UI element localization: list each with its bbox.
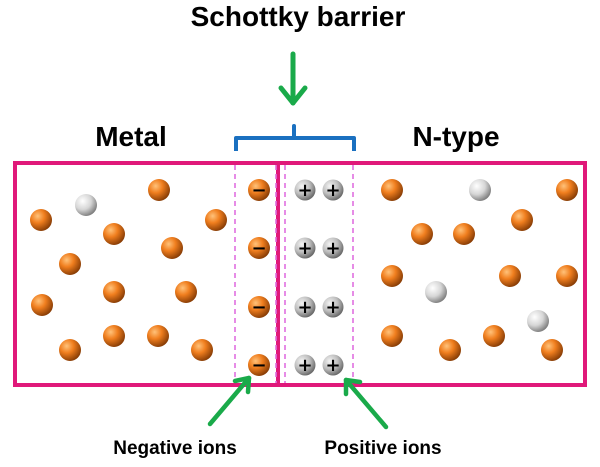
positive-ion-body — [294, 179, 316, 201]
electron — [59, 253, 81, 275]
hole — [75, 194, 97, 216]
negative-charge-symbol: − — [251, 180, 266, 201]
positive-charge-symbol: + — [297, 355, 312, 376]
positive-ion: + — [294, 354, 316, 376]
positive-ion-body — [322, 237, 344, 259]
barrier-bracket — [234, 124, 356, 151]
negative-ions-label: Negative ions — [113, 438, 237, 459]
electron — [103, 223, 125, 245]
diagram-title: Schottky barrier — [191, 1, 406, 32]
hole — [527, 310, 549, 332]
positive-charge-symbol: + — [325, 238, 340, 259]
hole — [469, 179, 491, 201]
electron — [175, 281, 197, 303]
electron — [103, 281, 125, 303]
electron — [499, 265, 521, 287]
metal-label: Metal — [95, 121, 167, 152]
positive-ion: + — [294, 179, 316, 201]
ions-group: − + + − + + − + + − + + — [248, 179, 344, 376]
negative-ion: − — [248, 237, 270, 259]
positive-ion: + — [322, 296, 344, 318]
carriers-group — [30, 179, 578, 361]
electron — [411, 223, 433, 245]
negative-ion-body — [248, 296, 270, 318]
positive-ion: + — [322, 179, 344, 201]
positive-charge-symbol: + — [325, 355, 340, 376]
watermark: 知乎 @牧神园地 — [458, 434, 582, 454]
positive-charge-symbol: + — [297, 297, 312, 318]
positive-ions-arrow-icon — [343, 377, 389, 430]
positive-ion: + — [294, 237, 316, 259]
negative-charge-symbol: − — [251, 297, 266, 318]
electron — [161, 237, 183, 259]
hole — [425, 281, 447, 303]
electron — [483, 325, 505, 347]
positive-ion-body — [322, 179, 344, 201]
negative-ion: − — [248, 179, 270, 201]
electron — [381, 179, 403, 201]
positive-ion: + — [294, 296, 316, 318]
negative-charge-symbol: − — [251, 238, 266, 259]
negative-charge-symbol: − — [251, 355, 266, 376]
positive-charge-symbol: + — [325, 180, 340, 201]
negative-ion: − — [248, 354, 270, 376]
electron — [381, 325, 403, 347]
down-arrow-icon — [278, 51, 308, 106]
electron — [59, 339, 81, 361]
electron — [147, 325, 169, 347]
electron — [511, 209, 533, 231]
electron — [205, 209, 227, 231]
electron — [453, 223, 475, 245]
ntype-region — [276, 161, 587, 387]
positive-ion: + — [322, 237, 344, 259]
negative-ion-body — [248, 354, 270, 376]
electron — [439, 339, 461, 361]
electron — [381, 265, 403, 287]
ntype-label: N-type — [412, 121, 499, 152]
electron — [556, 265, 578, 287]
positive-charge-symbol: + — [297, 238, 312, 259]
positive-charge-symbol: + — [325, 297, 340, 318]
positive-ion-body — [322, 354, 344, 376]
positive-charge-symbol: + — [297, 180, 312, 201]
positive-ion: + — [322, 354, 344, 376]
electron — [148, 179, 170, 201]
positive-ion-body — [294, 296, 316, 318]
positive-ion-body — [294, 354, 316, 376]
negative-ion-body — [248, 179, 270, 201]
electron — [30, 209, 52, 231]
metal-region — [13, 161, 280, 387]
positive-ions-label: Positive ions — [324, 438, 441, 459]
electron — [556, 179, 578, 201]
electron — [31, 294, 53, 316]
positive-ion-body — [294, 237, 316, 259]
negative-ion: − — [248, 296, 270, 318]
electron — [103, 325, 125, 347]
positive-ion-body — [322, 296, 344, 318]
negative-ion-body — [248, 237, 270, 259]
negative-ions-arrow-icon — [207, 375, 252, 427]
electron — [191, 339, 213, 361]
electron — [541, 339, 563, 361]
